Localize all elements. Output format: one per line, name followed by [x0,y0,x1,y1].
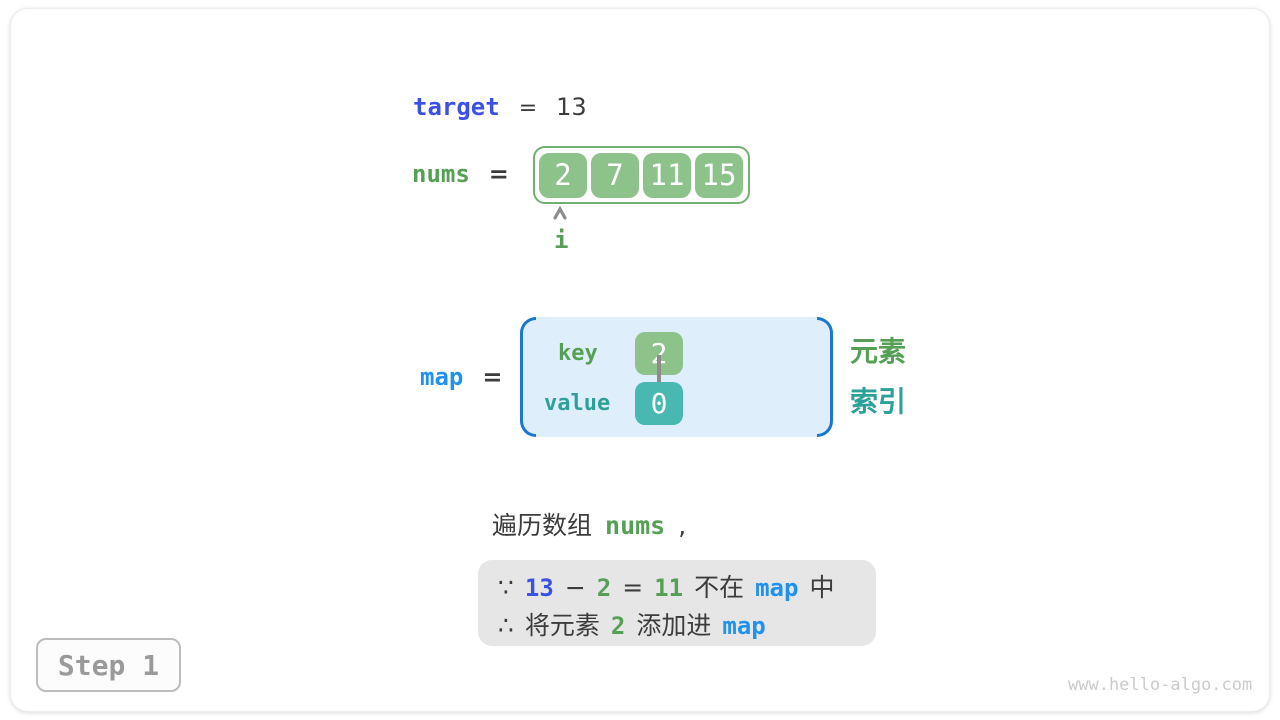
array-cell: 15 [695,152,743,198]
map-value-label: value [544,391,611,416]
map-variable-ref: map [722,612,766,640]
not-in-text: 不在 [694,573,745,602]
target-value: 13 [556,93,587,121]
nums-row: nums = [412,159,509,189]
equals-sign: = [622,573,644,602]
array-cell: 2 [539,152,587,198]
caption-comma: , [678,511,687,540]
step-badge: Step 1 [36,638,181,692]
difference-value: 11 [654,574,684,602]
caption-line: 遍历数组 nums , [492,510,686,542]
target-variable: target [413,93,500,121]
map-bracket-left-icon [520,317,536,437]
because-symbol: ∵ [498,573,514,602]
caption-prefix: 遍历数组 [492,511,593,540]
equals-sign: = [482,363,503,391]
map-row: map = [420,362,502,392]
map-key-label: key [558,341,598,366]
minus-sign: − [564,573,586,602]
caption-nums-variable: nums [605,511,666,540]
map-variable: map [420,363,464,391]
index-side-label: 索引 [850,385,907,418]
note-line-2: ∴ 将元素 2 添加进 map [498,607,876,645]
array-cell: 11 [643,152,691,198]
map-bracket-right-icon [817,317,833,437]
current-element: 2 [596,574,612,602]
note-line-1: ∵ 13 − 2 = 11 不在 map 中 [498,569,876,607]
nums-variable: nums [412,160,470,188]
array-cell: 7 [591,152,639,198]
in-suffix-text: 中 [809,573,835,602]
map-value-cell: 0 [635,382,683,425]
therefore-symbol: ∴ [498,611,514,640]
reasoning-note-box: ∵ 13 − 2 = 11 不在 map 中 ∴ 将元素 2 添加进 map [478,560,876,646]
equals-sign: = [488,160,509,188]
target-value-ref: 13 [524,574,554,602]
nums-array: 2 7 11 15 [533,146,750,204]
element-side-label: 元素 [850,335,907,368]
map-variable-ref: map [755,574,799,602]
current-element: 2 [610,612,626,640]
map-container: key 2 value 0 [520,317,833,437]
target-row: target = 13 [413,92,587,124]
index-pointer-caret-icon [553,206,567,220]
equals-sign: = [518,96,538,121]
add-action-text: 添加进 [636,611,712,640]
add-prefix-text: 将元素 [524,611,600,640]
site-watermark: www.hello-algo.com [1068,675,1253,695]
index-pointer-label: i [554,226,569,254]
